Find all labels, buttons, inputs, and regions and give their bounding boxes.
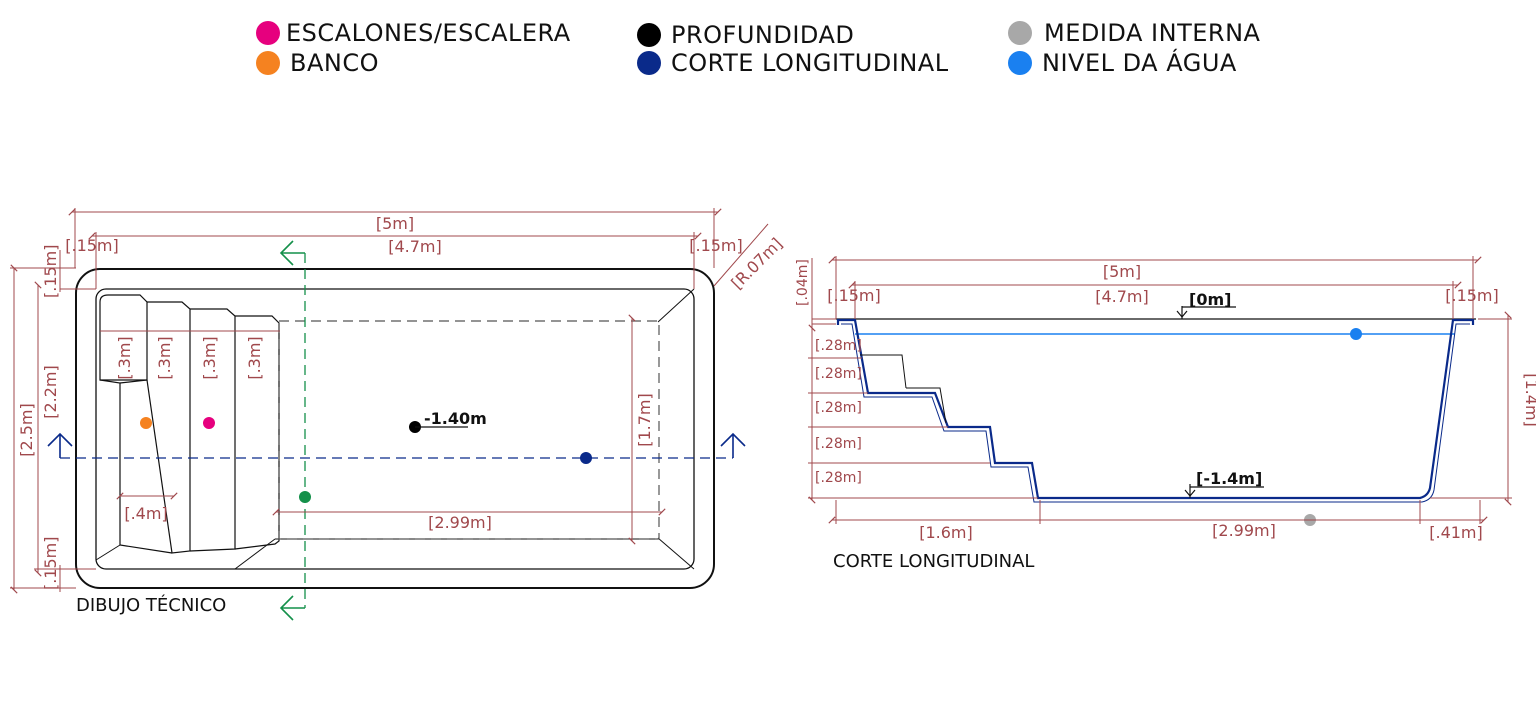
section-top-level: [0m] bbox=[1189, 290, 1231, 309]
orange-dot-icon bbox=[256, 51, 280, 75]
plan-step-depth-3: [.3m] bbox=[200, 336, 219, 379]
pool-outer-rim bbox=[75, 268, 715, 589]
navy-dot-icon bbox=[637, 51, 661, 75]
legend-label-section: CORTE LONGITUDINAL bbox=[671, 49, 949, 77]
level-marker-top bbox=[1176, 306, 1236, 319]
plan-step-depth-4: [.3m] bbox=[245, 336, 264, 379]
level-marker-floor bbox=[1184, 484, 1264, 498]
black-dot-icon bbox=[637, 23, 661, 47]
section-inner-length: [4.7m] bbox=[1095, 287, 1149, 306]
magenta-dot-icon bbox=[256, 21, 280, 45]
plan-view: -1.40m bbox=[10, 208, 786, 621]
section-lip-height: [.04m] bbox=[795, 259, 811, 306]
section-step-height-5: [.28m] bbox=[815, 470, 862, 486]
legend-item-bench: BANCO bbox=[256, 48, 379, 78]
legend-label-depth: PROFUNDIDAD bbox=[671, 21, 855, 49]
legend-label-bench: BANCO bbox=[290, 49, 379, 77]
plan-step-depth-2: [.3m] bbox=[155, 336, 174, 379]
section-overall-length: [5m] bbox=[1103, 262, 1141, 281]
bench-marker bbox=[140, 417, 152, 429]
section-dimensions bbox=[808, 256, 1512, 524]
plan-bench-width: [.4m] bbox=[124, 504, 167, 523]
cut-arrow-bottom-icon bbox=[279, 595, 305, 621]
section-marker bbox=[580, 452, 592, 464]
plan-rim-right: [.15m] bbox=[689, 236, 743, 255]
plan-step-depth-1: [.3m] bbox=[115, 336, 134, 379]
transverse-marker bbox=[299, 491, 311, 503]
section-step-height-3: [.28m] bbox=[815, 400, 862, 416]
plan-rim-bottom: [.15m] bbox=[41, 536, 60, 590]
section-total-depth: [1.4m] bbox=[1522, 373, 1536, 427]
cut-arrow-left-icon bbox=[47, 432, 73, 458]
legend-item-water: NIVEL DA ÁGUA bbox=[1008, 48, 1237, 78]
section-rim-right: [.15m] bbox=[1445, 286, 1499, 305]
plan-floor-width: [1.7m] bbox=[635, 393, 654, 447]
steps-marker bbox=[203, 417, 215, 429]
section-floor-run: [2.99m] bbox=[1212, 521, 1276, 540]
legend-label-steps: ESCALONES/ESCALERA bbox=[286, 19, 571, 47]
plan-caption: DIBUJO TÉCNICO bbox=[76, 594, 226, 616]
legend-item-internal: MEDIDA INTERNA bbox=[1008, 18, 1260, 48]
legend-item-section: CORTE LONGITUDINAL bbox=[637, 48, 949, 78]
plan-rim-left: [.15m] bbox=[65, 236, 119, 255]
pool-floor-dashed bbox=[278, 320, 660, 540]
section-step-height-2: [.28m] bbox=[815, 366, 862, 382]
cut-arrow-top-icon bbox=[279, 240, 305, 266]
section-steps-run: [1.6m] bbox=[919, 523, 973, 542]
pool-inner-edge bbox=[95, 288, 695, 570]
legend-item-steps: ESCALONES/ESCALERA bbox=[256, 18, 571, 48]
pool-steps bbox=[99, 294, 280, 554]
section-shell-inner bbox=[841, 323, 1470, 503]
depth-label: -1.40m bbox=[424, 409, 487, 428]
legend-label-water: NIVEL DA ÁGUA bbox=[1042, 49, 1237, 77]
plan-inner-length: [4.7m] bbox=[388, 237, 442, 256]
plan-overall-width: [2.5m] bbox=[17, 403, 36, 457]
water-level-marker bbox=[1350, 328, 1362, 340]
section-view: [0m] [-1.4m] bbox=[795, 256, 1536, 572]
section-rim-left: [.15m] bbox=[827, 286, 881, 305]
section-floor-level: [-1.4m] bbox=[1196, 469, 1262, 488]
section-step-height-1: [.28m] bbox=[815, 338, 862, 354]
cut-arrow-right-icon bbox=[720, 432, 746, 458]
legend-item-depth: PROFUNDIDAD bbox=[637, 20, 854, 50]
section-shell-outer bbox=[836, 318, 1475, 500]
section-step-height-4: [.28m] bbox=[815, 436, 862, 452]
section-caption: CORTE LONGITUDINAL bbox=[833, 551, 1034, 572]
blue-dot-icon bbox=[1008, 51, 1032, 75]
plan-inner-width: [2.2m] bbox=[41, 365, 60, 419]
section-step-guides bbox=[860, 354, 947, 424]
gray-dot-icon bbox=[1008, 21, 1032, 45]
plan-rim-top: [.15m] bbox=[41, 244, 60, 298]
legend-label-internal: MEDIDA INTERNA bbox=[1044, 19, 1261, 47]
plan-dimensions bbox=[10, 208, 769, 594]
plan-floor-length: [2.99m] bbox=[428, 513, 492, 532]
plan-overall-length: [5m] bbox=[376, 214, 414, 233]
section-end-slope: [.41m] bbox=[1429, 523, 1483, 542]
